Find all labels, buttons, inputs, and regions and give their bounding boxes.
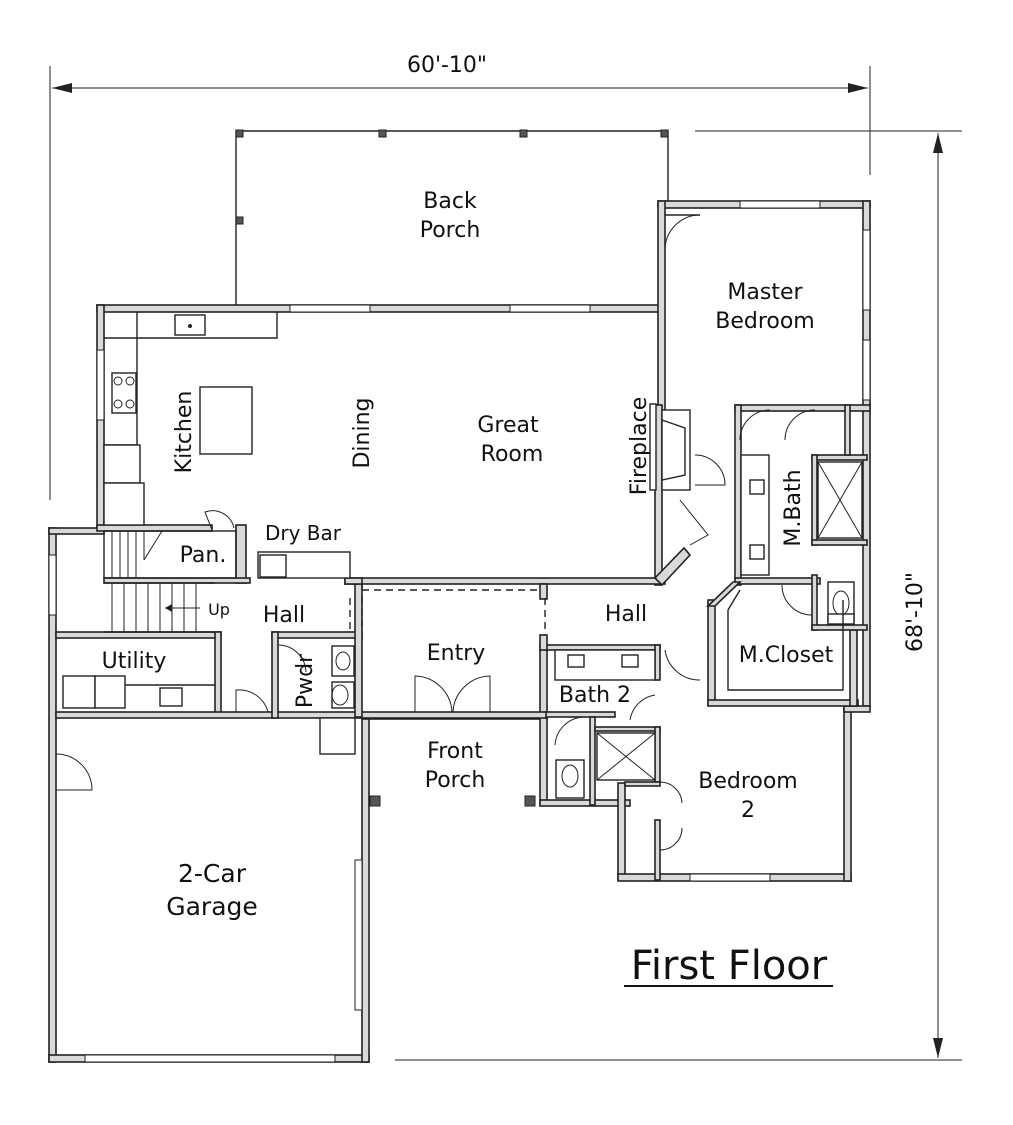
- great-room-label-1: Great: [477, 413, 539, 438]
- stairs: [103, 530, 237, 633]
- porch-posts: [319, 717, 536, 807]
- depth-dimension: [395, 130, 962, 1061]
- entry-label: Entry: [427, 641, 486, 666]
- hall-right-label: Hall: [605, 602, 647, 627]
- great-room-label-2: Room: [481, 442, 544, 467]
- dry-bar-label: Dry Bar: [265, 521, 342, 545]
- front-porch-label-1: Front: [427, 739, 483, 764]
- cased-openings: [349, 584, 546, 635]
- pantry-label: Pan.: [180, 543, 227, 568]
- kitchen-label: Kitchen: [172, 391, 197, 474]
- doors: [55, 214, 816, 851]
- width-dimension: [49, 66, 871, 500]
- master-bath-fixtures: [740, 454, 863, 625]
- utility-label: Utility: [102, 649, 167, 674]
- up-label: Up: [208, 600, 230, 619]
- master-bedroom-label-2: Bedroom: [715, 309, 815, 334]
- powder-fixtures: [331, 645, 355, 709]
- bath-2-label: Bath 2: [559, 683, 631, 708]
- bedroom-2-label-1: Bedroom: [698, 769, 798, 794]
- fireplace-label: Fireplace: [627, 397, 652, 495]
- back-porch-label-1: Back: [423, 189, 477, 214]
- bath-2-fixtures: [554, 649, 656, 799]
- master-bedroom-label-1: Master: [727, 280, 803, 305]
- garage-label-2: Garage: [166, 892, 258, 921]
- kitchen-fixtures: [103, 312, 278, 526]
- dry-bar-fixtures: [257, 551, 351, 579]
- depth-dimension-label: 68'-10": [903, 572, 928, 652]
- m-closet-label: M.Closet: [739, 643, 834, 668]
- width-dimension-label: 60'-10": [407, 53, 487, 78]
- windows: [48, 200, 871, 1063]
- back-porch-outline: [235, 129, 669, 305]
- floor-title: First Floor: [631, 943, 828, 989]
- powder-label: Pwdr: [293, 653, 318, 708]
- interior-walls: [55, 404, 871, 881]
- garage-label-1: 2-Car: [178, 859, 247, 888]
- dining-label: Dining: [350, 397, 375, 468]
- bedroom-2-label-2: 2: [741, 798, 755, 823]
- hall-left-label: Hall: [263, 603, 305, 628]
- m-bath-label: M.Bath: [781, 469, 806, 546]
- closet-shelving: [727, 589, 844, 691]
- back-porch-label-2: Porch: [420, 218, 481, 243]
- front-porch-label-2: Porch: [425, 768, 486, 793]
- utility-fixtures: [62, 675, 215, 709]
- fireplace-fixture: [649, 403, 691, 491]
